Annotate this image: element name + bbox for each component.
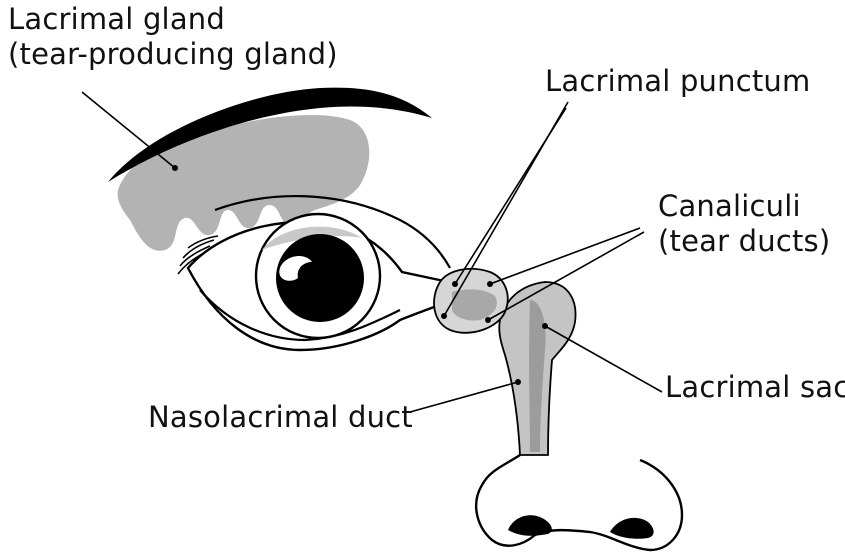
leader-duct: [410, 382, 518, 412]
leader-sac: [545, 326, 662, 392]
label-lacrimal-punctum: Lacrimal punctum: [545, 64, 810, 99]
leader-gland: [82, 92, 175, 168]
label-canaliculi: Canaliculi (tear ducts): [658, 189, 830, 259]
label-lacrimal-gland: Lacrimal gland (tear-producing gland): [8, 2, 338, 72]
label-canaliculi-line2: (tear ducts): [658, 224, 830, 259]
label-lacrimal-sac: Lacrimal sac: [665, 370, 845, 405]
left-nostril: [508, 515, 552, 535]
right-nostril: [610, 518, 654, 539]
label-canaliculi-line1: Canaliculi: [658, 189, 830, 224]
leader-canaliculi-a: [490, 228, 640, 284]
label-nasolacrimal-duct: Nasolacrimal duct: [148, 400, 413, 435]
label-lacrimal-gland-line2: (tear-producing gland): [8, 37, 338, 72]
label-lacrimal-gland-line1: Lacrimal gland: [8, 2, 338, 37]
